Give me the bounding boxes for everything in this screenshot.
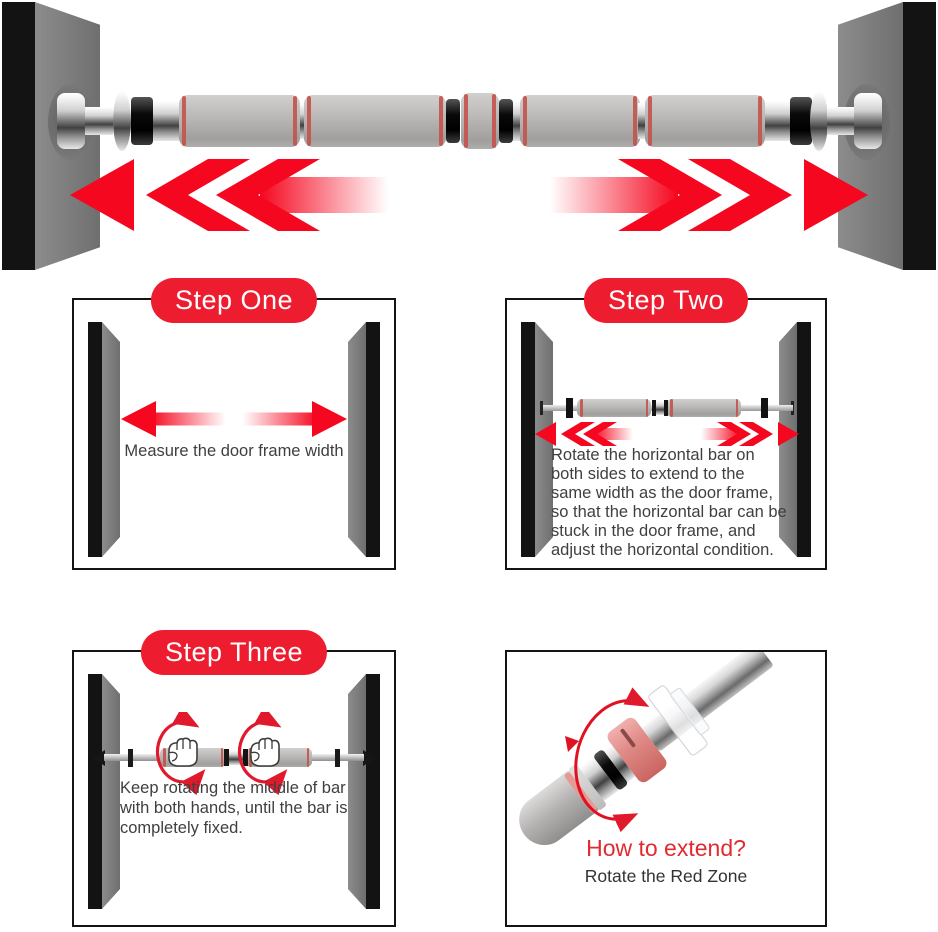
shaft-left (85, 107, 113, 135)
lock-collar-left (446, 99, 460, 143)
mini-bar-bracket-left (566, 398, 573, 418)
end-cap-left (57, 93, 85, 149)
chrome-segment-left (153, 101, 179, 141)
lock-left (224, 749, 229, 766)
foam-grip-2 (304, 95, 446, 147)
rotate-direction-icon (565, 687, 650, 833)
foam-grip-3 (520, 95, 640, 147)
step-three-badge: Step Three (140, 630, 328, 675)
rubber-ring-left (131, 97, 153, 145)
mini-foam-right (667, 399, 741, 417)
bar-end-pin-left (540, 401, 543, 415)
step-three-panel: Step Three (72, 630, 396, 927)
mini-lock-left (652, 400, 656, 416)
post-right-face (348, 674, 366, 909)
how-to-extend-panel: How to extend? Rotate the Red Zone (505, 650, 827, 927)
mini-extend-arrows-right-icon (701, 422, 799, 446)
post-right-edge (366, 674, 380, 909)
lock-collar-right (499, 99, 513, 143)
chrome-segment-right (765, 101, 791, 141)
post-left-face (535, 322, 553, 557)
end-cap-right (854, 93, 882, 149)
rod-pin-left (128, 749, 133, 767)
flange-disc-left (113, 91, 131, 151)
post-left-edge (521, 322, 535, 557)
measure-arrow-icon (121, 401, 347, 437)
extend-title: How to extend? (586, 835, 746, 861)
foam-grip-1 (179, 95, 300, 147)
post-right-face (348, 322, 366, 557)
step-two-caption: Rotate the horizontal bar on both sides … (551, 446, 787, 559)
post-left-face (102, 322, 120, 557)
extend-caption: Rotate the Red Zone (584, 866, 748, 886)
flange-disc-right (810, 91, 828, 151)
post-left-edge (88, 674, 102, 909)
extend-arrows-left-icon (70, 159, 388, 231)
mini-lock-right (664, 400, 668, 416)
rubber-ring-right (790, 97, 812, 145)
post-right-edge (797, 322, 811, 557)
foam-grip-4 (645, 95, 765, 147)
door-frame-left-edge (2, 2, 35, 270)
mini-extend-arrows-left-icon (535, 422, 633, 446)
door-frame-right-edge (903, 2, 936, 270)
post-right-edge (366, 322, 380, 557)
rotate-hand-right-icon (237, 712, 288, 796)
step-one-badge: Step One (150, 278, 318, 323)
rod-pin-right (335, 749, 340, 767)
step-three-caption: Keep rotating the middle of bar with bot… (120, 779, 348, 837)
center-foam-sleeve (461, 93, 499, 149)
step-two-panel: Step Two (505, 278, 827, 570)
rotate-hand-left-icon (155, 712, 206, 796)
shaft-right (827, 107, 855, 135)
step-one-caption: Measure the door frame width (124, 442, 344, 460)
step-two-badge: Step Two (583, 278, 749, 323)
lock-right (243, 749, 248, 766)
hero-illustration (0, 0, 938, 272)
mini-foam-left (577, 399, 651, 417)
chrome-joint-b (513, 101, 523, 141)
post-left-edge (88, 322, 102, 557)
post-left-face (102, 674, 120, 909)
mini-center-connector (653, 401, 667, 415)
extend-arrows-right-icon (550, 159, 868, 231)
step-one-panel: Step One Measure the door frame width (72, 278, 396, 570)
mini-bar-bracket-right (761, 398, 768, 418)
